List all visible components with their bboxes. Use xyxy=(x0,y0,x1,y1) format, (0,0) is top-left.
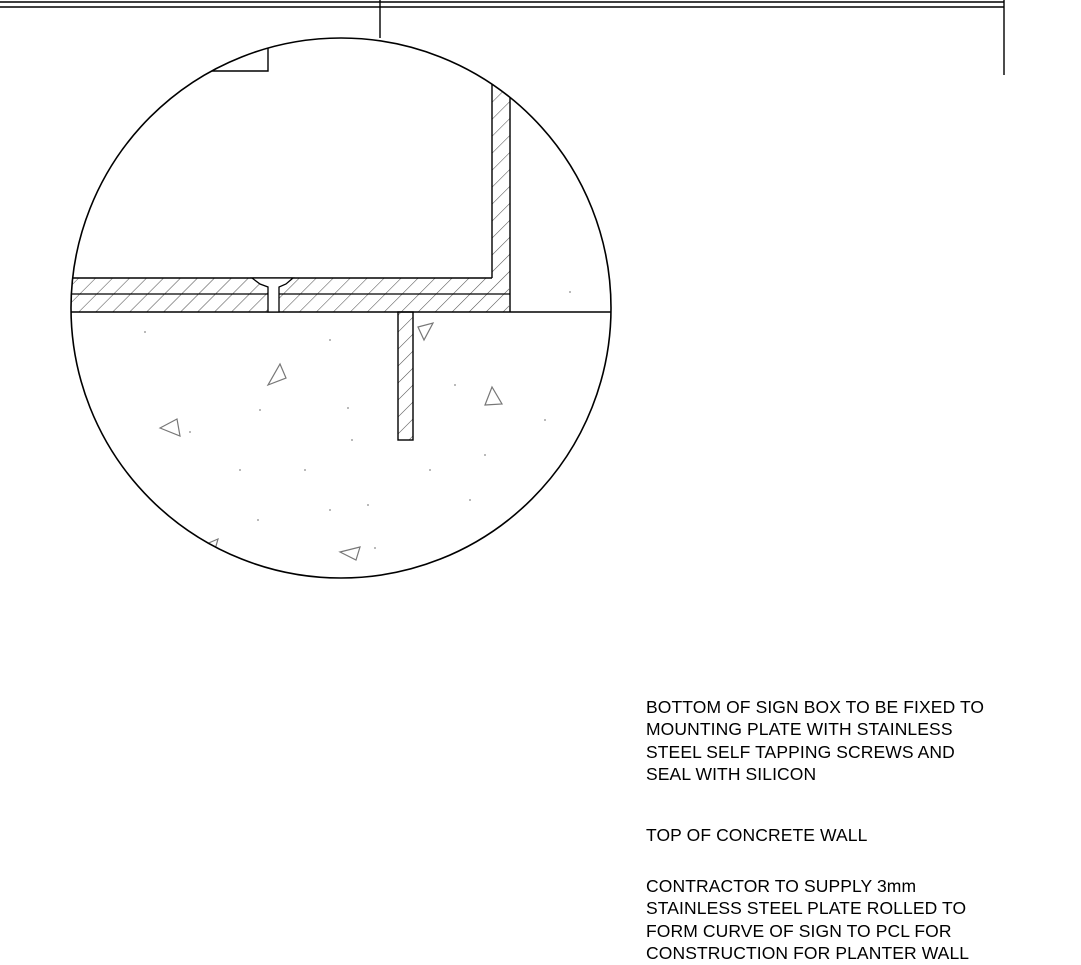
screw xyxy=(250,277,295,313)
concrete-aggregate xyxy=(158,322,504,561)
note-stainless-plate: CONTRACTOR TO SUPPLY 3mm STAINLESS STEEL… xyxy=(646,876,970,964)
top-edge-lines xyxy=(0,0,1005,75)
base-plate-hatch xyxy=(71,278,510,312)
note-top-of-wall: TOP OF CONCRETE WALL xyxy=(646,825,868,845)
detail-circle xyxy=(70,37,612,579)
detail-svg xyxy=(0,0,1005,579)
detail-drawing: BOTTOM OF SIGN BOX TO BE FIXED TO MOUNTI… xyxy=(0,0,1005,963)
sign-wall-hatch xyxy=(492,82,510,278)
detail-contents xyxy=(71,40,611,561)
note-sign-box-fixing: BOTTOM OF SIGN BOX TO BE FIXED TO MOUNTI… xyxy=(646,697,985,785)
anchor-plate xyxy=(397,311,414,441)
sign-corner xyxy=(200,40,269,72)
concrete-dots xyxy=(144,291,571,549)
